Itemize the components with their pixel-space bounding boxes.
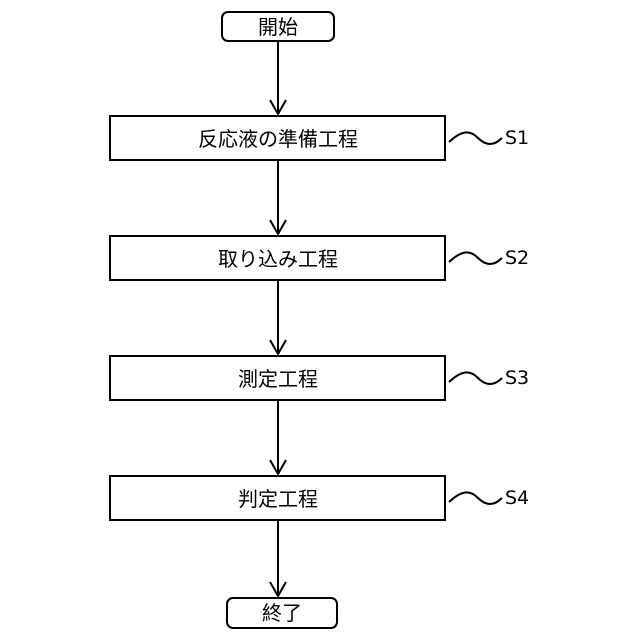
process-step-4-ref: S4 [505, 487, 529, 509]
process-step-3-ref: S3 [505, 367, 529, 389]
end-terminal: 終了 [227, 598, 337, 628]
reference-leader-line [449, 492, 502, 504]
start-terminal-label: 開始 [258, 15, 298, 39]
arrow-step-3-to-step-4 [270, 400, 286, 474]
reference-leader-line [449, 132, 502, 144]
process-step-3: 測定工程 S3 [110, 356, 529, 400]
process-step-2-ref: S2 [505, 247, 529, 269]
process-step-2: 取り込み工程 S2 [110, 236, 529, 280]
arrow-step-4-to-end [270, 520, 286, 596]
arrow-step-1-to-step-2 [270, 160, 286, 234]
arrow-start-to-step-1 [270, 41, 286, 114]
reference-leader-line [449, 372, 502, 384]
process-step-1-ref: S1 [505, 127, 529, 149]
process-step-4: 判定工程 S4 [110, 476, 529, 520]
start-terminal: 開始 [222, 12, 334, 41]
reference-leader-line [449, 252, 502, 264]
process-step-3-label: 測定工程 [238, 367, 318, 391]
arrow-step-2-to-step-3 [270, 280, 286, 354]
end-terminal-label: 終了 [262, 601, 302, 625]
process-step-4-label: 判定工程 [238, 487, 318, 511]
process-step-1: 反応液の準備工程 S1 [110, 116, 529, 160]
process-step-2-label: 取り込み工程 [218, 247, 338, 271]
process-step-1-label: 反応液の準備工程 [198, 127, 358, 151]
